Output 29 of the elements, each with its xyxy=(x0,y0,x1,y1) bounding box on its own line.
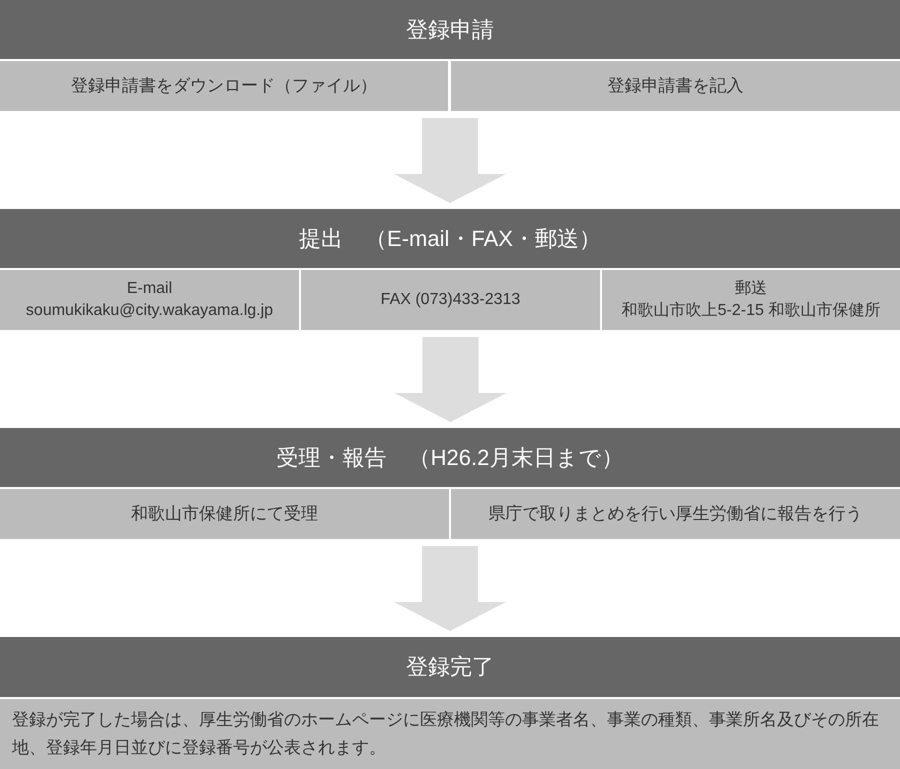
cell-text: 登録申請書を記入 xyxy=(608,75,744,97)
step-header-band xyxy=(0,428,900,487)
step-header-band xyxy=(0,0,900,59)
note-text: 登録が完了した場合は、厚生労働省のホームページに医療機関等の事業者名、事業の種類、事業所名及びその所在地、登録年月日並びに登録番号が公表されます。 xyxy=(12,709,880,759)
cell-text: 登録申請書をダウンロード（ファイル） xyxy=(71,75,377,97)
step-title: 登録申請 xyxy=(406,16,494,44)
cell-text: FAX (073)433-2313 xyxy=(380,290,520,310)
block-arrow xyxy=(394,546,506,631)
step-title: 受理・報告 （H26.2月末日まで） xyxy=(276,444,624,472)
detail-cell xyxy=(602,270,900,330)
block-arrow xyxy=(394,118,506,203)
step-header-band xyxy=(0,209,900,268)
detail-cell xyxy=(451,489,900,539)
step-header-band xyxy=(0,637,900,697)
cell-text: soumukikaku@city.wakayama.lg.jp xyxy=(26,301,274,321)
block-arrow xyxy=(394,337,506,422)
step-title: 提出 （E-mail・FAX・郵送） xyxy=(299,224,601,252)
step-title: 登録完了 xyxy=(406,653,494,681)
detail-cell xyxy=(0,270,299,330)
detail-cell xyxy=(0,489,449,539)
detail-cell xyxy=(0,61,448,111)
note-panel xyxy=(0,699,900,769)
detail-cell xyxy=(451,61,900,111)
cell-text: 和歌山市吹上5-2-15 和歌山市保健所 xyxy=(622,300,880,321)
cell-text: 県庁で取りまとめを行い厚生労働省に報告を行う xyxy=(488,503,862,525)
cell-heading: 郵送 xyxy=(735,278,767,299)
cell-text: 和歌山市保健所にて受理 xyxy=(131,503,318,525)
detail-cell xyxy=(301,270,600,330)
cell-heading: E-mail xyxy=(126,279,172,299)
